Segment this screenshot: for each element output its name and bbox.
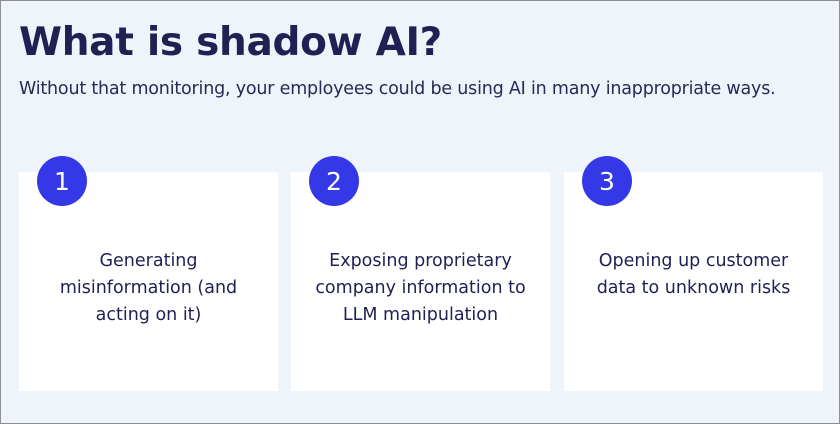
risk-card-misinformation: 1 Generating misinformation (and acting …	[19, 156, 278, 391]
card-number-badge: 1	[37, 156, 87, 206]
card-number-badge: 3	[582, 156, 632, 206]
card-text: Exposing proprietary company information…	[315, 251, 526, 325]
page-title: What is shadow AI?	[19, 20, 443, 65]
card-text: Opening up customer data to unknown risk…	[596, 251, 791, 298]
risk-card-list: 1 Generating misinformation (and acting …	[19, 156, 823, 391]
risk-card-proprietary-information: 2 Exposing proprietary company informati…	[291, 156, 550, 391]
card-text: Generating misinformation (and acting on…	[59, 251, 238, 325]
risk-card-customer-data: 3 Opening up customer data to unknown ri…	[564, 156, 823, 391]
card-number-badge: 2	[309, 156, 359, 206]
page-subtitle: Without that monitoring, your employees …	[19, 79, 776, 99]
